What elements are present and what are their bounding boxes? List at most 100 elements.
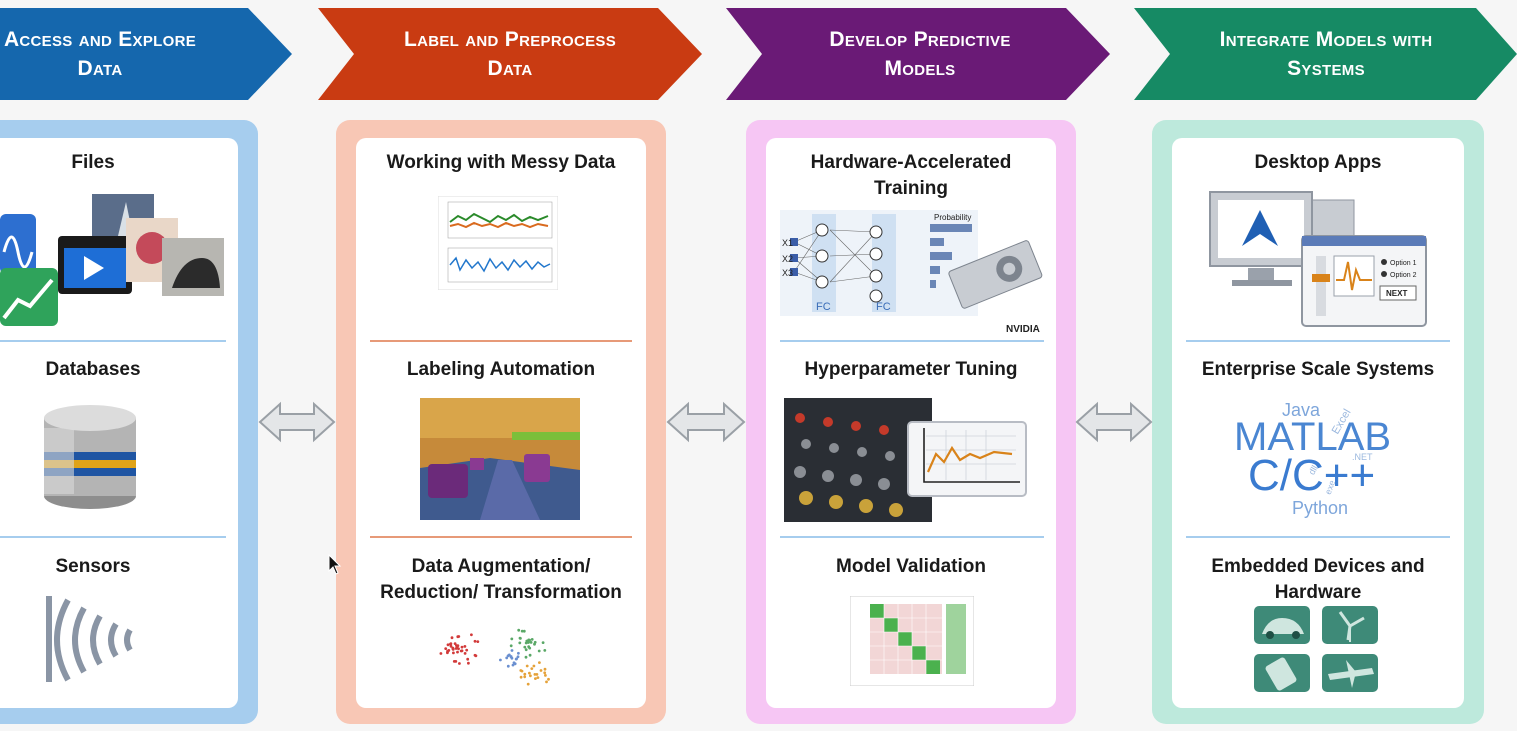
scatter-point (545, 680, 548, 684)
stage-arrow-develop (726, 8, 1110, 100)
scatter-point (505, 656, 509, 660)
scatter-point (510, 637, 514, 641)
section-sensors: Sensors (55, 556, 131, 577)
scatter-point (518, 636, 522, 640)
network-fc-label-1: FC (816, 301, 831, 313)
double-arrow-3 (1075, 401, 1153, 443)
scatter-point (523, 645, 527, 649)
scatter-point (465, 648, 469, 652)
scatter-point (523, 672, 527, 676)
scatter-point (449, 644, 453, 648)
scatter-point (537, 649, 541, 653)
network-input-x2: X2 (782, 254, 793, 264)
desktop-app-image: Option 1 Option 2 NEXT (1209, 191, 1427, 327)
app-option-1: Option 1 (1390, 260, 1417, 267)
scatter-point (450, 636, 454, 640)
messy-data-plot-image (438, 196, 558, 290)
scatter-point (515, 657, 518, 661)
scatter-point (470, 633, 473, 637)
scatter-point (447, 649, 451, 652)
scatter-point (543, 667, 547, 671)
divider (370, 340, 632, 342)
word-python: Python (1292, 498, 1348, 518)
divider (1186, 536, 1450, 538)
scatter-point (516, 655, 520, 659)
augmentation-scatter-image (439, 628, 550, 686)
scatter-point (460, 645, 464, 649)
section-data-augmentation: Data Augmentation/ Reduction/ Transforma… (380, 556, 622, 603)
stage-title-label: Label and Preprocess Data (403, 28, 617, 80)
scatter-point (456, 644, 460, 648)
scatter-point (444, 647, 448, 650)
scatter-point (536, 676, 540, 679)
word-dll: dll (1307, 464, 1320, 477)
scatter-point (439, 652, 443, 655)
scatter-point (519, 675, 523, 679)
scatter-point (510, 656, 514, 660)
scatter-point (456, 635, 460, 639)
app-option-2: Option 2 (1390, 272, 1417, 279)
stage-arrow-access (0, 8, 292, 100)
word-c-cpp: C/C++ (1248, 451, 1375, 500)
scatter-point (524, 648, 528, 652)
confusion-matrix-image (850, 596, 974, 686)
scatter-point (544, 674, 547, 677)
stage-title-develop: Develop Predictive Models (829, 28, 1011, 80)
stage-banner-arrows (0, 8, 1517, 100)
scatter-point (547, 677, 550, 681)
stage-title-integrate: Integrate Models with Systems (1219, 28, 1433, 80)
scatter-point (517, 628, 521, 632)
scatter-point (535, 673, 539, 676)
app-next-button: NEXT (1386, 289, 1407, 298)
scatter-point (519, 669, 523, 672)
labeled-street-scene-image (420, 398, 580, 520)
scatter-point (543, 671, 547, 675)
scatter-point (529, 641, 533, 644)
scatter-point (530, 667, 534, 670)
scatter-point (530, 638, 534, 641)
scatter-point (527, 645, 531, 649)
scatter-point (524, 655, 528, 659)
scatter-point (474, 654, 478, 658)
scatter-point (510, 649, 514, 652)
scatter-point (522, 629, 526, 633)
scatter-point (506, 654, 510, 658)
scatter-point (499, 658, 502, 662)
scatter-point (523, 675, 527, 679)
scatter-point (454, 647, 458, 650)
scatter-point (458, 662, 461, 665)
scatter-point (524, 641, 528, 645)
word-java: Java (1282, 400, 1321, 420)
stage-title-access: Access and Explore Data (3, 28, 197, 80)
scatter-point (526, 682, 530, 686)
scatter-point (459, 649, 463, 653)
divider (0, 536, 226, 538)
scatter-point (528, 653, 532, 657)
scatter-point (454, 660, 458, 663)
stage-arrow-label (318, 8, 702, 100)
scatter-point (463, 645, 467, 648)
scatter-point (532, 664, 536, 668)
scatter-point (467, 661, 470, 665)
scatter-point (476, 640, 480, 643)
section-desktop-apps: Desktop Apps (1254, 152, 1382, 173)
divider (0, 340, 226, 342)
scatter-point (446, 643, 450, 647)
scatter-point (466, 657, 470, 661)
section-hardware-training: Hardware-Accelerated Training (810, 152, 1012, 199)
scatter-point (453, 642, 457, 645)
divider (1186, 340, 1450, 342)
divider (780, 536, 1044, 538)
scatter-point (538, 661, 541, 664)
divider (370, 536, 632, 538)
scatter-point (541, 641, 545, 644)
section-hyperparameter-tuning: Hyperparameter Tuning (804, 359, 1018, 380)
scatter-point (451, 647, 455, 651)
stage-arrow-integrate (1134, 8, 1517, 100)
scatter-point (533, 673, 537, 676)
scatter-point (543, 649, 547, 652)
word-exe: exe (1323, 479, 1337, 496)
scatter-point (452, 651, 455, 655)
network-probability-label: Probability (934, 213, 971, 222)
scatter-point (511, 663, 515, 667)
